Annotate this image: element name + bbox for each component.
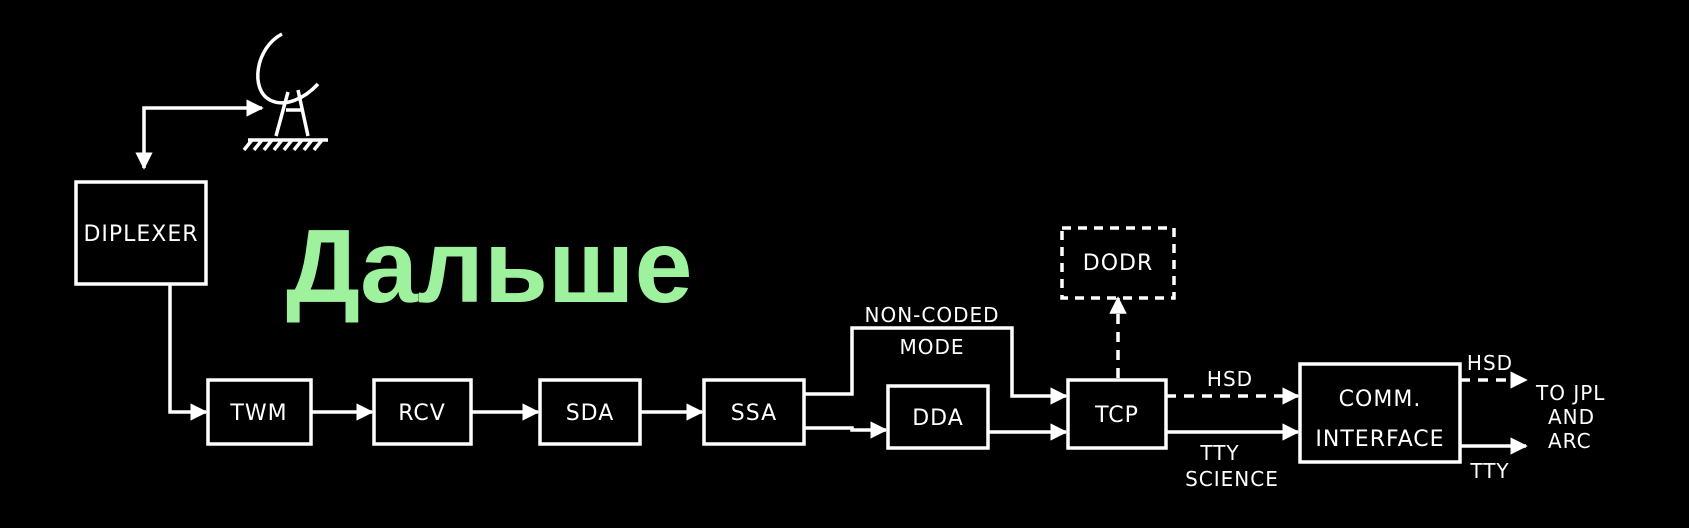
- dodr-block: DODR: [1060, 226, 1176, 300]
- dest-line3: ARC: [1548, 429, 1592, 453]
- diplexer-label: DIPLEXER: [83, 222, 198, 247]
- ssa-dda-link: [804, 421, 888, 439]
- antenna-diplexer-link: [135, 99, 264, 170]
- ssa-label: SSA: [731, 401, 777, 426]
- tcp-block: TCP: [1066, 378, 1168, 450]
- dda-block: DDA: [886, 384, 990, 450]
- rcv-label: RCV: [398, 401, 446, 426]
- ssa-block: SSA: [702, 378, 806, 446]
- interface-label: INTERFACE: [1315, 427, 1444, 452]
- comm-interface-block: COMM. INTERFACE: [1298, 362, 1462, 464]
- non-coded-bypass-link: [804, 326, 1068, 405]
- dodr-label: DODR: [1083, 251, 1153, 276]
- diplexer-block: DIPLEXER: [74, 180, 208, 286]
- twm-label: TWM: [229, 401, 287, 426]
- sda-label: SDA: [566, 401, 615, 426]
- sda-block: SDA: [538, 378, 642, 446]
- diplexer-twm-link: [168, 284, 208, 421]
- tcp-label: TCP: [1094, 403, 1139, 428]
- mode-label: MODE: [899, 335, 964, 359]
- dda-label: DDA: [912, 406, 964, 431]
- overlay-title[interactable]: Дальше: [286, 209, 692, 325]
- comm-label: COMM.: [1339, 387, 1422, 412]
- rcv-block: RCV: [372, 378, 473, 446]
- twm-block: TWM: [206, 378, 313, 446]
- dish-antenna-icon: [242, 32, 328, 152]
- tty-out-label: TTY: [1469, 459, 1509, 483]
- dest-line2: AND: [1548, 405, 1595, 429]
- non-coded-label: NON-CODED: [864, 303, 999, 327]
- hsd-out-label: HSD: [1467, 351, 1513, 375]
- hsd-in-label: HSD: [1207, 367, 1253, 391]
- dest-line1: TO JPL: [1535, 381, 1605, 405]
- tty-in-label: TTY: [1199, 441, 1239, 465]
- science-label: SCIENCE: [1185, 467, 1279, 491]
